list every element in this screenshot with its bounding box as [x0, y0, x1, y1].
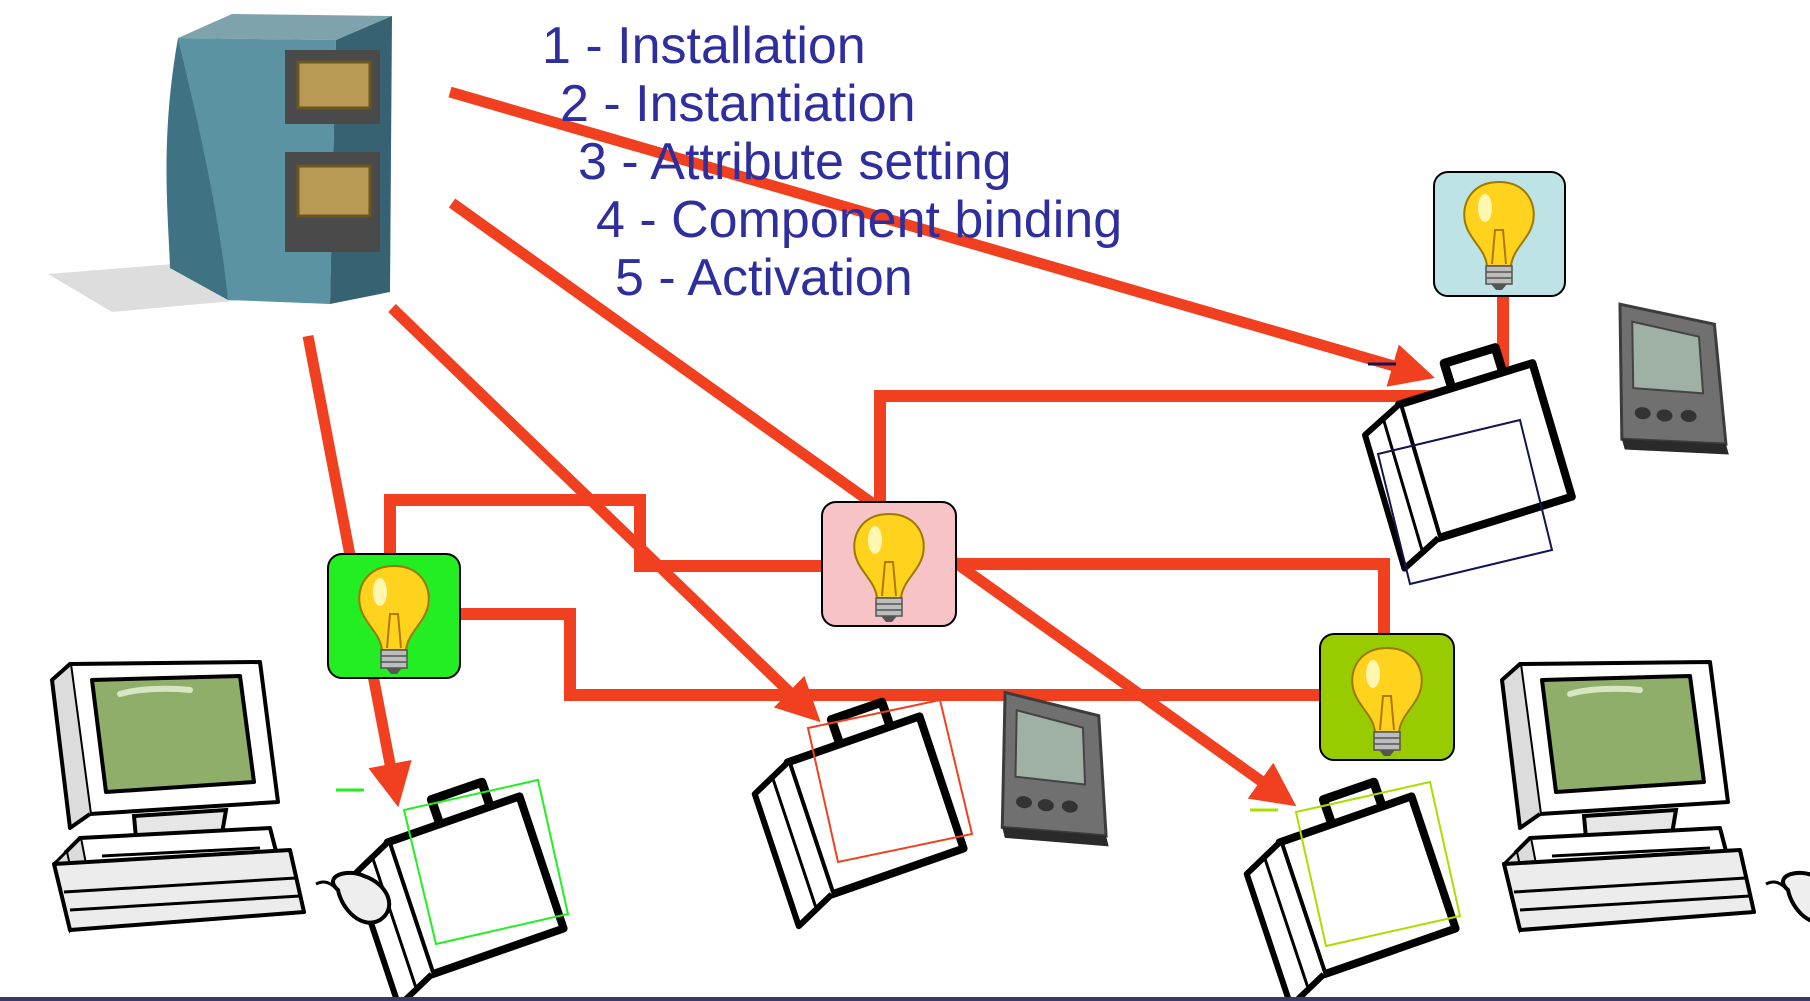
computer-left	[52, 662, 389, 930]
briefcase-icon	[1360, 343, 1576, 571]
desktop-computer-icon	[1502, 662, 1810, 930]
component-lime	[1319, 633, 1455, 761]
component-pink	[821, 501, 957, 627]
computer-right	[1502, 662, 1810, 930]
file-cabinet-icon	[48, 14, 392, 312]
container-navy	[1360, 343, 1576, 586]
arrow-to-lime-container	[448, 198, 1297, 807]
binding-wire-green-to-lime	[460, 608, 1320, 701]
pda-middle	[983, 690, 1130, 854]
container-green	[347, 775, 570, 1001]
arrow-to-navy-container	[448, 86, 1435, 387]
pda-icon	[1603, 302, 1745, 462]
binding-wire-pink-to-blue	[874, 290, 1509, 506]
component-light-blue	[1433, 171, 1566, 297]
briefcase-icon	[747, 695, 970, 929]
binding-wire-green-to-pink	[384, 494, 822, 572]
arrow-to-red-container	[388, 304, 821, 723]
container-lime	[1239, 775, 1462, 1001]
desktop-computer-icon	[52, 662, 389, 930]
binding-wire-pink-to-lime	[956, 558, 1390, 640]
slide-bottom-rule	[0, 997, 1810, 1001]
pda-top-right	[1603, 302, 1745, 462]
container-red	[747, 695, 972, 929]
binding-wires	[384, 290, 1509, 701]
component-green	[327, 553, 461, 679]
pda-icon	[983, 690, 1130, 854]
